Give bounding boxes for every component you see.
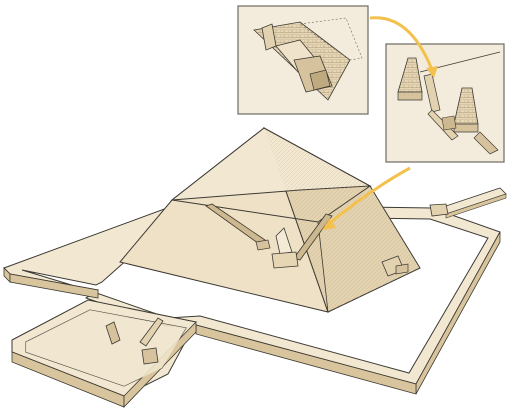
curved-arrow-icon — [369, 16, 434, 71]
satellite-passage — [105, 321, 121, 345]
satellite-entrance — [141, 347, 159, 365]
callout-arrows — [322, 16, 438, 230]
curved-arrow-icon — [325, 166, 411, 228]
enclosure-wall-side-bottom — [195, 324, 417, 395]
detail-inset-passages — [385, 43, 505, 163]
satellite-enclosure — [11, 299, 197, 408]
main-pyramid — [119, 126, 421, 313]
enclosure-wall-side-right — [415, 231, 501, 395]
descending-passage-north — [293, 213, 333, 261]
enclosure-wall — [3, 187, 507, 395]
detail-inset-casing — [237, 5, 369, 115]
enclosure-wall-side-front — [9, 273, 99, 299]
lower-chamber — [271, 251, 299, 269]
enclosure-gate — [429, 203, 449, 217]
satellite-enclosure-floor — [26, 310, 186, 386]
